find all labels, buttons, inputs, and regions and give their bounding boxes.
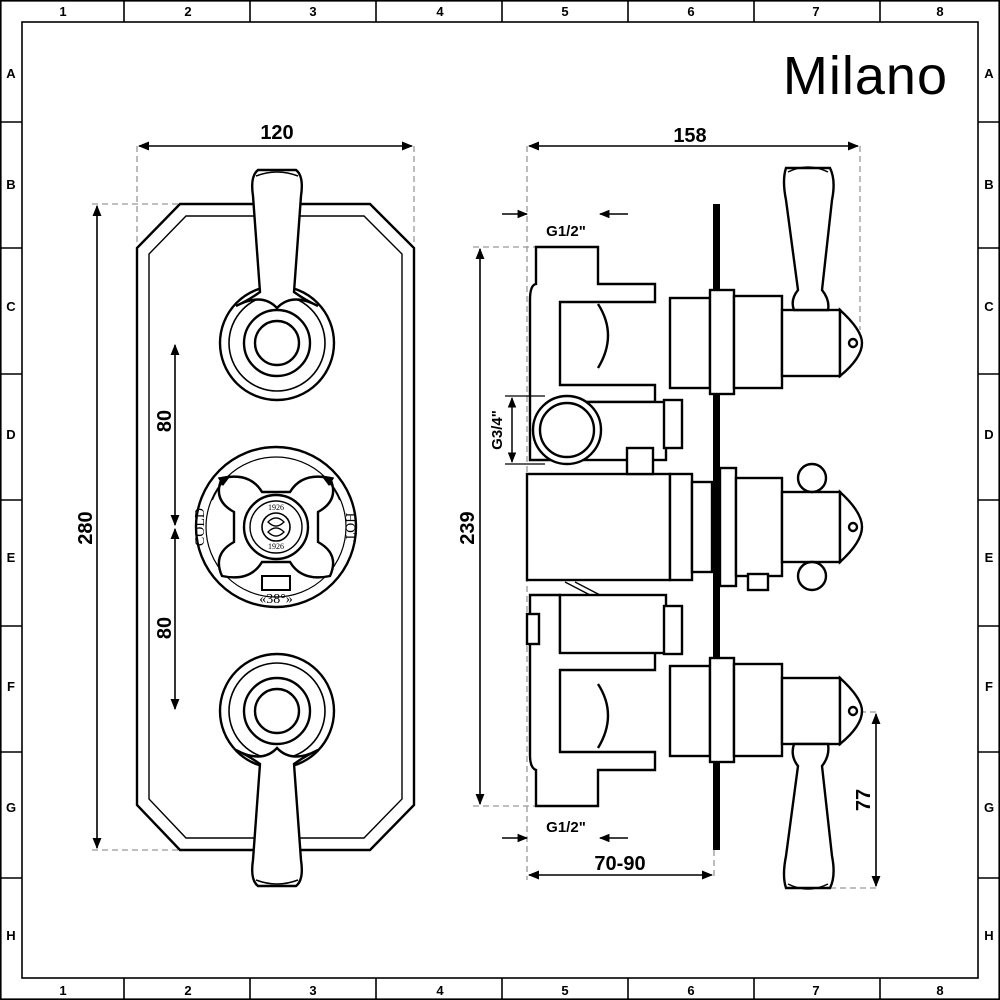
grid-row-left-g: G [6,800,16,815]
side-top-lever [782,166,835,312]
dim-side-inlet-bottom-label: G1/2" [546,819,586,836]
grid-col-bottom-8: 8 [936,983,943,998]
grid-row-right-f: F [985,679,993,694]
grid-col-bottom-2: 2 [184,983,191,998]
column-ticks [123,0,881,1000]
dim-side-wall-depth-label: 70-90 [594,853,645,875]
dim-side-inlet-top-label: G1/2" [546,223,586,240]
grid-col-top-4: 4 [436,4,444,19]
grid-row-left-b: B [6,177,15,192]
grid-col-top-8: 8 [936,4,943,19]
grid-col-bottom-6: 6 [687,983,694,998]
front-view: COLD HOT «38°» 1926 1926 120 280 80 80 [75,122,416,888]
dim-side-height-label: 239 [457,511,479,544]
grid-col-bottom-5: 5 [561,983,568,998]
brand-logo: Milano [783,46,948,106]
dial-center-text-bottom: 1926 [268,542,284,551]
dial-cold-label: COLD [193,508,208,546]
dim-side-outlet-label: G3/4" [489,410,506,450]
dial-hot-label: HOT [342,513,357,542]
grid-row-left-c: C [6,299,16,314]
top-lever-valve [218,168,336,402]
grid-col-bottom-4: 4 [436,983,444,998]
grid-col-top-2: 2 [184,4,191,19]
dial-center-text-top: 1926 [268,503,284,512]
grid-col-bottom-3: 3 [309,983,316,998]
side-top-cartridge [668,166,864,396]
bottom-lever-valve [218,652,336,888]
bottom-lever-handle [235,746,319,888]
side-middle-cartridge [668,462,864,592]
grid-row-left-f: F [7,679,15,694]
dim-side-depth-label: 158 [673,125,706,147]
dim-front-width-label: 120 [260,122,293,144]
grid-col-top-3: 3 [309,4,316,19]
dim-side-lever-offset-label: 77 [853,789,875,811]
grid-row-right-c: C [984,299,994,314]
thermostatic-dial [194,445,358,609]
dim-front-height-label: 280 [75,511,97,544]
grid-col-top-5: 5 [561,4,568,19]
row-ticks [0,121,1000,879]
grid-col-top-7: 7 [812,4,819,19]
grid-col-top-6: 6 [687,4,694,19]
grid-col-bottom-7: 7 [812,983,819,998]
grid-row-right-g: G [984,800,994,815]
grid-row-left-d: D [6,427,15,442]
grid-row-right-d: D [984,427,993,442]
grid-row-right-a: A [984,66,994,81]
side-wall-plate [713,204,720,850]
side-bottom-cartridge [668,656,864,890]
dim-front-spacing-top-label: 80 [154,410,176,432]
grid-row-right-h: H [984,928,993,943]
grid-row-left-h: H [6,928,15,943]
front-backplate-inner [148,215,403,839]
top-lever-handle [235,168,319,310]
grid-row-left-e: E [7,550,16,565]
dial-temperature-label: «38°» [259,592,293,607]
side-view: 158 G1/2" G1/2" G3/4" 239 70-90 77 [457,125,881,890]
side-valve-body [525,245,684,808]
side-bottom-lever [782,742,835,890]
grid-row-right-e: E [985,550,994,565]
dim-front-spacing-bottom-label: 80 [154,617,176,639]
grid-row-right-b: B [984,177,993,192]
grid-row-left-a: A [6,66,16,81]
grid-col-top-1: 1 [59,4,66,19]
grid-col-bottom-1: 1 [59,983,66,998]
grid-labels: 1 2 3 4 5 6 7 8 1 2 3 4 5 6 7 8 A B C D … [6,4,994,998]
